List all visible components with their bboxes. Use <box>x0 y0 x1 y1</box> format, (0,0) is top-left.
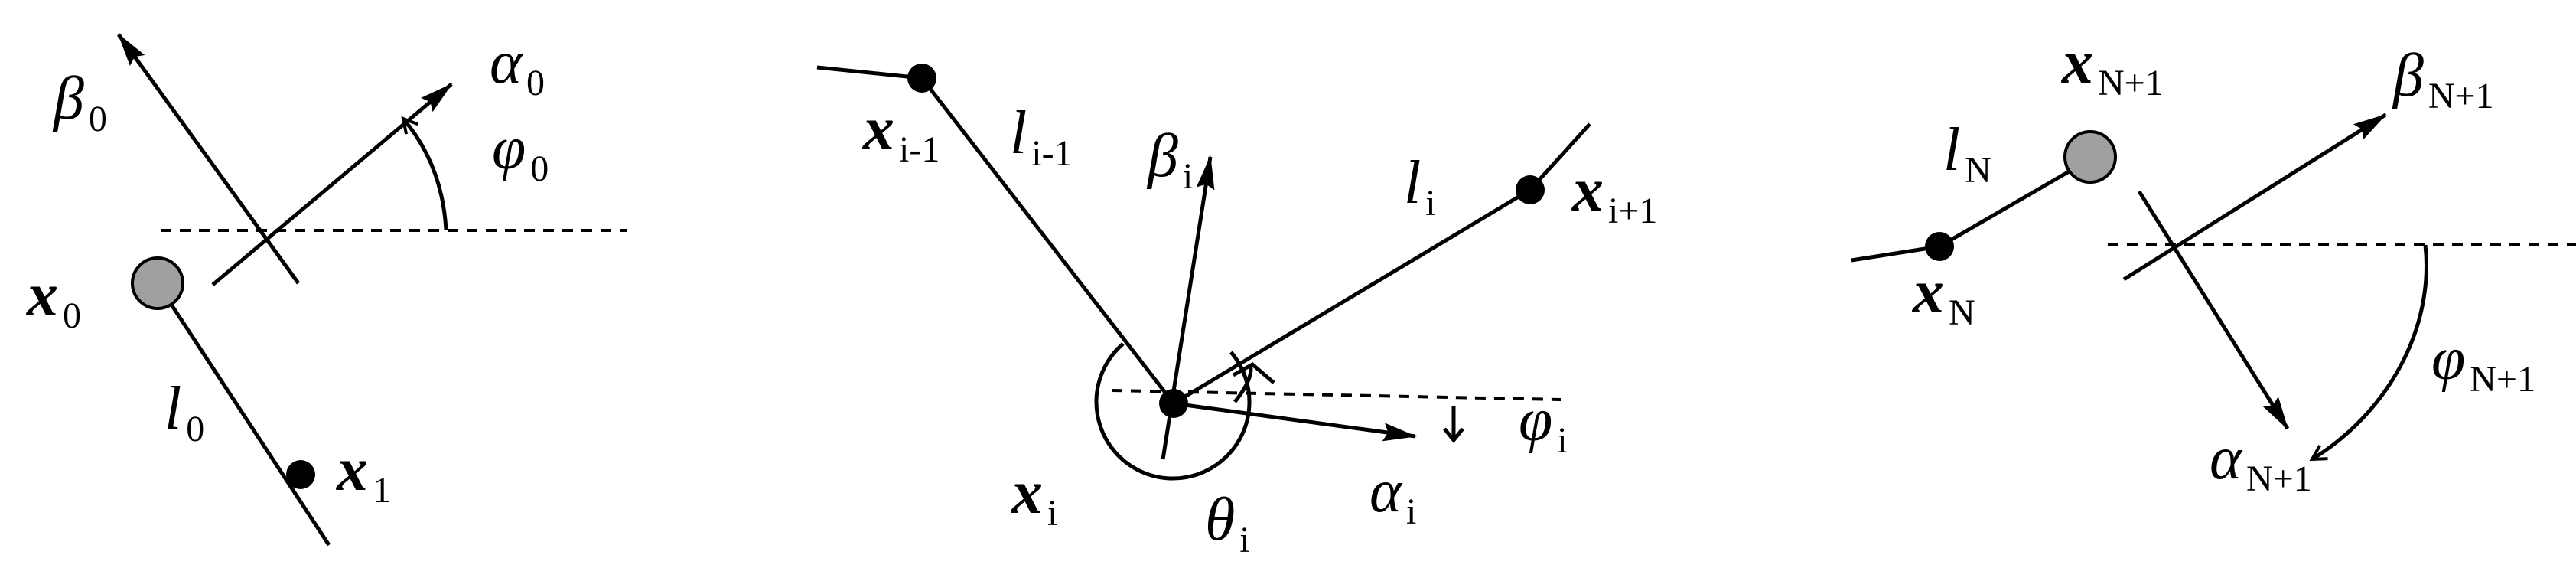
panel-right <box>1851 113 2576 459</box>
turn-arrow <box>1232 361 1275 403</box>
angle-arc-phi-N1 <box>2312 244 2428 459</box>
joint-xN <box>1925 232 1954 261</box>
free-node-x0 <box>131 256 184 310</box>
beta-axis-0 <box>116 33 301 285</box>
alpha-axis-0 <box>211 83 453 286</box>
alpha-axis-N1 <box>2137 190 2290 430</box>
panel-left <box>116 33 627 547</box>
link-l-im1 <box>920 77 1175 405</box>
free-node-xN1 <box>2063 130 2117 184</box>
alpha-axis-i <box>1173 401 1417 442</box>
link-l-i <box>1172 188 1532 406</box>
link-lN <box>1938 162 2083 249</box>
link-stub-left <box>816 65 923 80</box>
link-l0 <box>156 283 331 547</box>
panel-middle <box>816 64 1591 481</box>
joint-x-ip1 <box>1516 175 1545 204</box>
angle-arc-theta-i <box>1094 342 1252 481</box>
link-stub-N <box>1851 244 1940 263</box>
angle-arc-phi-0 <box>403 119 448 230</box>
beta-axis-N1 <box>2122 113 2387 282</box>
joint-x-i <box>1159 389 1188 418</box>
joint-x-im1 <box>907 64 936 93</box>
joint-x1 <box>286 460 315 489</box>
link-stub-right <box>1529 122 1591 191</box>
phi-direction-arrow <box>1443 406 1464 444</box>
